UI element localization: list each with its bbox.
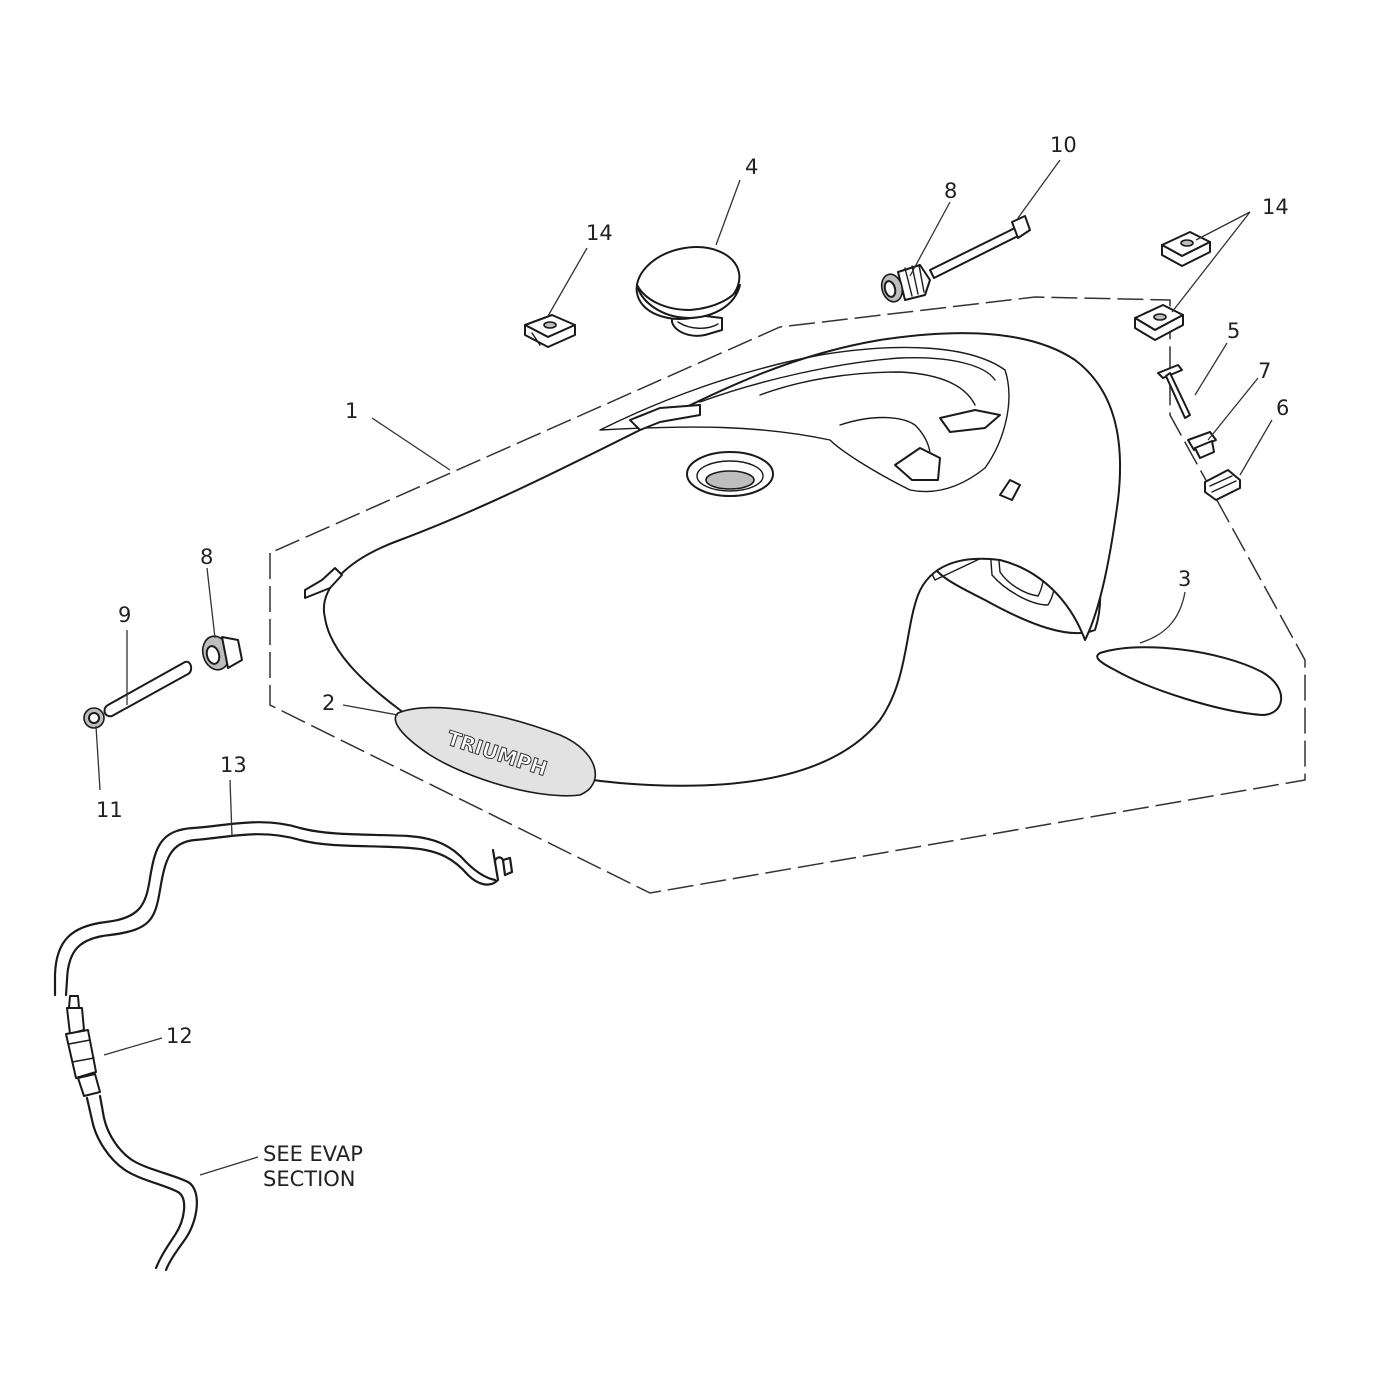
callout-1: 1 [345,399,358,423]
fuel-tank [304,332,1121,787]
hose-lower [85,1096,186,1270]
spacer [1187,431,1217,459]
callout-labels: 1 2 3 4 5 6 7 8 8 9 10 11 12 13 14 14 [96,133,1289,1048]
callout-8-upper: 8 [944,179,957,203]
assembly-boundary [269,296,1306,894]
grommet-lower [201,635,243,671]
tank-badge-right [1096,646,1283,716]
callout-8-lower: 8 [200,545,213,569]
callout-12: 12 [166,1024,193,1048]
note-line-1: SEE EVAP [263,1142,363,1166]
callout-3: 3 [1178,567,1191,591]
callout-9: 9 [118,603,131,627]
note-line-2: SECTION [263,1167,356,1191]
evap-section-note: SEE EVAP SECTION [263,1142,363,1191]
clip-left [524,314,576,348]
pivot-pin [103,660,193,718]
callout-5: 5 [1227,319,1240,343]
inline-filter [65,995,101,1097]
hose-lower-outline [98,1094,198,1272]
callout-14-left: 14 [586,221,613,245]
callout-2: 2 [322,691,335,715]
callout-6: 6 [1276,396,1289,420]
callout-7: 7 [1258,359,1271,383]
callout-10: 10 [1050,133,1077,157]
leader-lines [95,159,1273,1176]
cap-nut [83,707,105,729]
callout-11: 11 [96,798,123,822]
grommet-upper [880,264,931,303]
mounting-bolt [1157,364,1191,419]
bolt-long [929,215,1031,279]
nut [1204,469,1241,501]
clip-right-upper [1161,231,1211,267]
callout-13: 13 [220,753,247,777]
filler-cap [635,246,741,337]
clip-right-lower [1134,304,1184,341]
callout-14-right: 14 [1262,195,1289,219]
callout-4: 4 [745,155,758,179]
tank-badge-left: TRIUMPH [394,706,596,797]
breather-hose [53,821,514,997]
